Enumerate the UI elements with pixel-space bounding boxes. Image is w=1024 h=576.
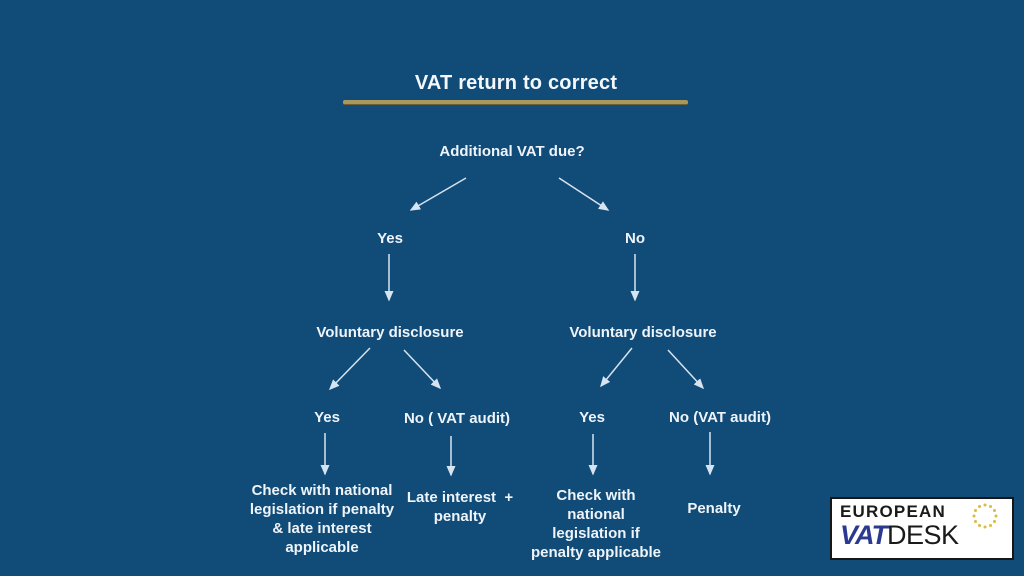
outcome-left-yes: Check with national legislation if penal… xyxy=(249,482,395,556)
logo-text-desk: DESK xyxy=(887,519,959,550)
logo-text-vat: VAT xyxy=(840,519,888,550)
node-left-no-vat-audit: No ( VAT audit) xyxy=(403,410,511,427)
outcome-right-yes: Check with national legislation if penal… xyxy=(530,487,662,561)
outcome-left-no: Late interest + penalty xyxy=(406,489,514,525)
node-voluntary-disclosure-right: Voluntary disclosure xyxy=(569,324,717,341)
node-left-yes: Yes xyxy=(314,409,340,426)
logo-european-vatdesk: EUROPEAN VATDESK xyxy=(830,497,1014,560)
logo-brand-line: VATDESK xyxy=(840,519,1012,550)
node-right-no-vat-audit: No (VAT audit) xyxy=(669,409,771,426)
logo-text-european: EUROPEAN xyxy=(840,502,946,521)
outcome-right-no: Penalty xyxy=(687,500,741,517)
node-right-yes: Yes xyxy=(579,409,605,426)
arrow-disclosure-right-to-no xyxy=(667,349,705,390)
title-underline-rule xyxy=(343,100,688,105)
node-branch-yes: Yes xyxy=(377,230,403,247)
node-voluntary-disclosure-left: Voluntary disclosure xyxy=(316,324,464,341)
arrow-disclosure-left-to-no xyxy=(403,349,442,390)
arrow-disclosure-right-to-yes xyxy=(600,347,633,388)
arrow-root-to-no xyxy=(558,177,610,211)
eu-stars-icon xyxy=(972,503,998,529)
arrow-disclosure-left-to-yes xyxy=(328,347,371,391)
page-title: VAT return to correct xyxy=(414,72,618,94)
node-branch-no: No xyxy=(625,230,645,247)
arrow-root-to-yes xyxy=(409,177,467,211)
node-root-question: Additional VAT due? xyxy=(439,143,585,160)
